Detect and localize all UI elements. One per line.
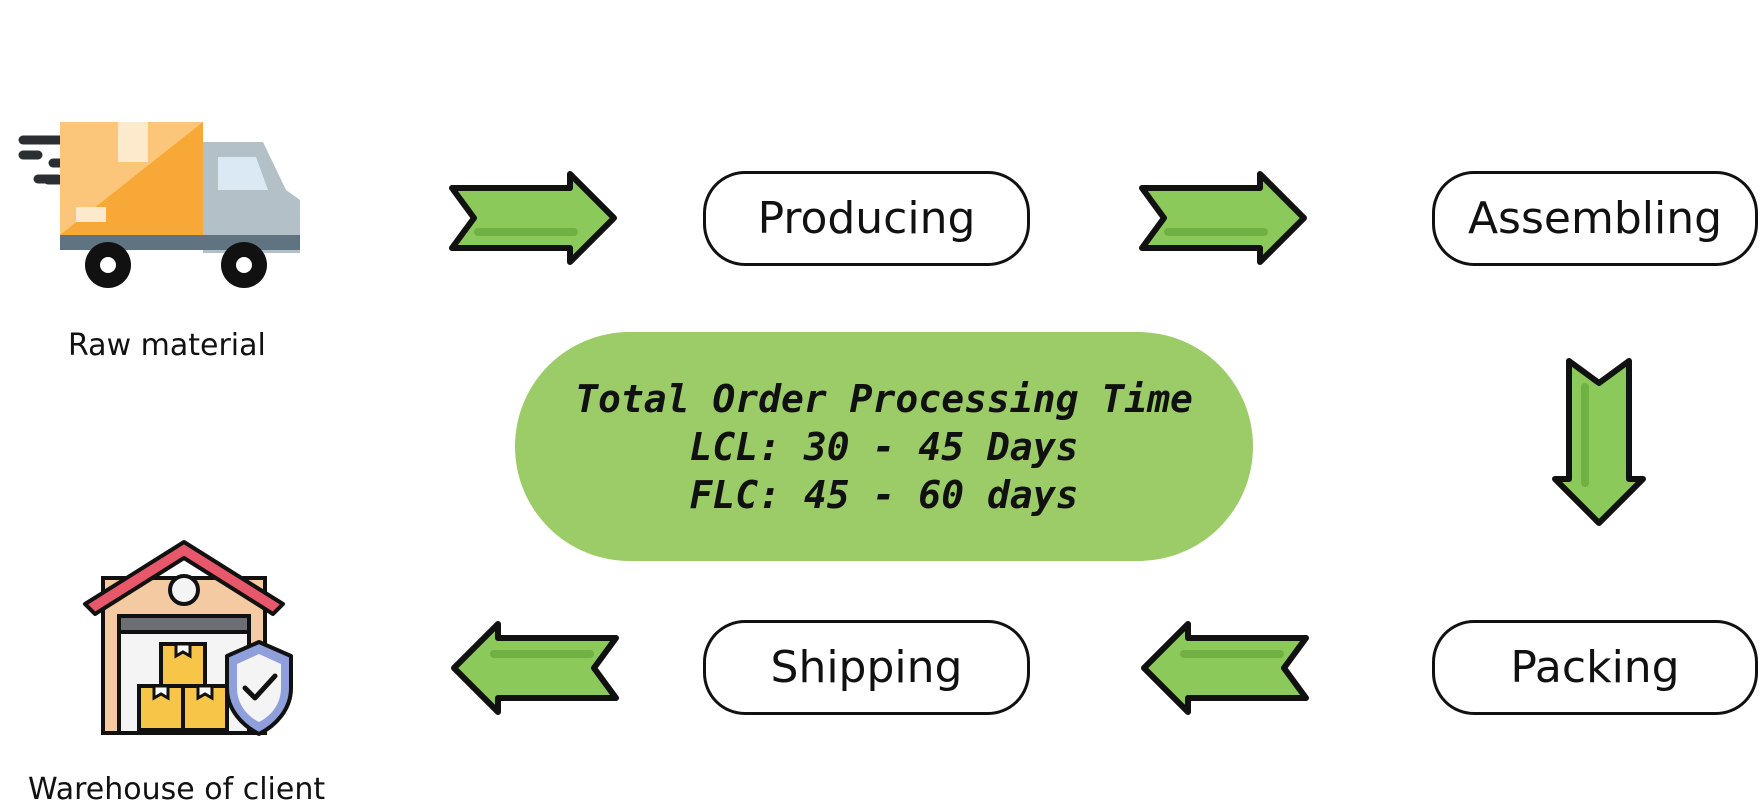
summary-lcl: LCL: 30 - 45 Days bbox=[689, 424, 1079, 469]
packing-stage: Packing bbox=[1432, 620, 1758, 715]
arrow-right-icon bbox=[1139, 171, 1307, 265]
summary-title: Total Order Processing Time bbox=[575, 376, 1193, 421]
delivery-truck-icon bbox=[18, 122, 300, 288]
warehouse-label: Warehouse of client bbox=[28, 772, 326, 807]
arrow-right-icon bbox=[449, 171, 617, 265]
summary-flc: FLC: 45 - 60 days bbox=[689, 472, 1079, 517]
secure-warehouse-icon bbox=[83, 540, 293, 736]
processing-time-summary: Total Order Processing Time LCL: 30 - 45… bbox=[515, 332, 1253, 561]
arrow-left-icon bbox=[1141, 621, 1309, 715]
arrow-down-icon bbox=[1552, 358, 1646, 526]
assembling-stage: Assembling bbox=[1432, 171, 1758, 266]
raw-material-label: Raw material bbox=[68, 328, 266, 363]
arrow-left-icon bbox=[451, 621, 619, 715]
producing-stage: Producing bbox=[703, 171, 1030, 266]
shipping-stage: Shipping bbox=[703, 620, 1030, 715]
